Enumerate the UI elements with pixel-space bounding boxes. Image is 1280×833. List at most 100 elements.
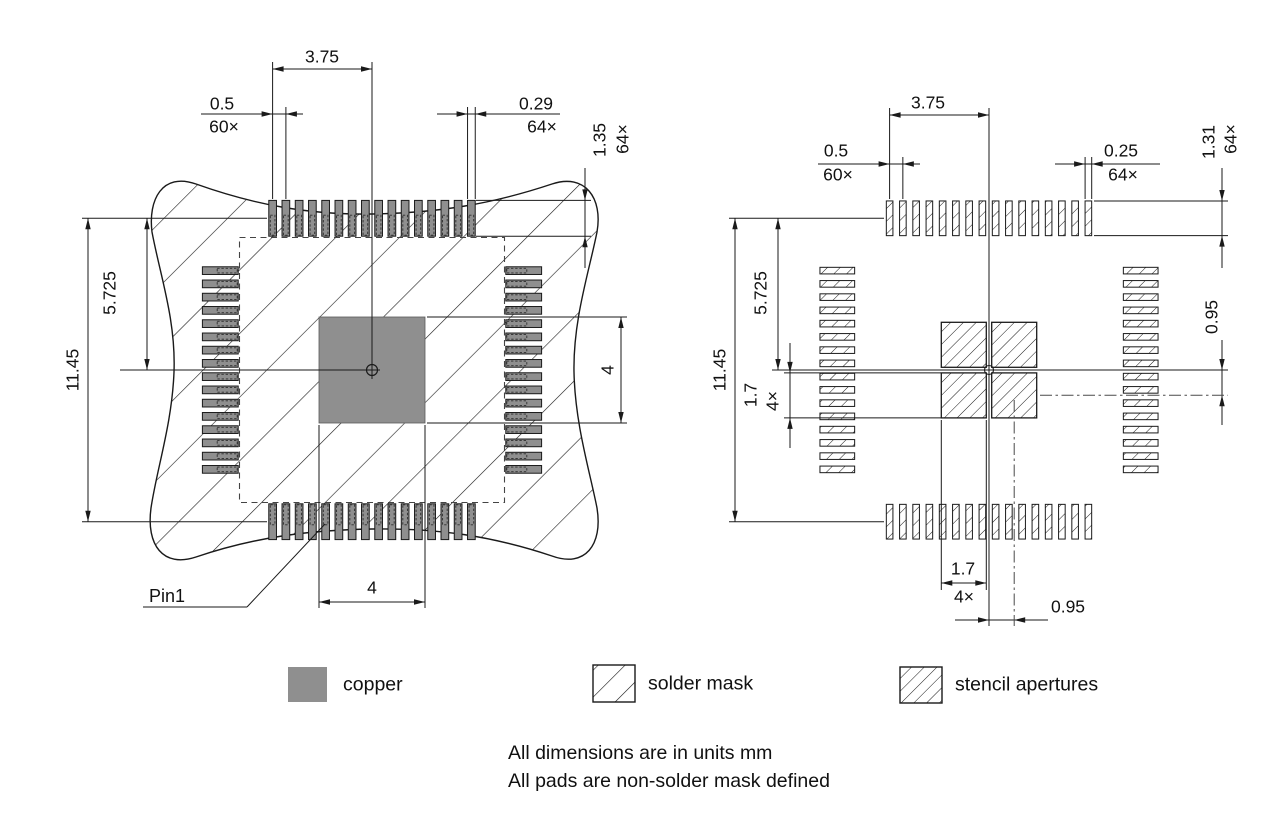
dim-right-half-span: 3.75 — [910, 92, 946, 113]
stencil-aperture — [1122, 306, 1159, 315]
dim-right-aperture-width: 0.25 — [1103, 140, 1139, 161]
stencil-aperture — [1084, 200, 1093, 237]
stencil-aperture — [819, 439, 856, 447]
copper-pad — [505, 266, 543, 275]
dim-left-full-height: 11.45 — [62, 348, 83, 392]
stencil-aperture — [885, 200, 894, 237]
copper-pad — [374, 503, 383, 541]
note-units: All dimensions are in units mm — [508, 742, 773, 764]
dim-right-paste-offset-v: 0.95 — [1201, 299, 1222, 335]
dimension-arrow — [1219, 235, 1225, 247]
stencil-aperture — [1122, 359, 1159, 368]
stencil-aperture — [1122, 452, 1159, 460]
stencil-aperture — [1018, 200, 1026, 237]
dimension-arrow — [261, 111, 273, 117]
copper-pad — [440, 503, 450, 541]
legend-stencil-swatch — [899, 666, 943, 704]
copper-pad — [505, 292, 543, 302]
dim-right-aperture-count: 64× — [1108, 164, 1138, 185]
dimension-arrow — [85, 218, 91, 230]
legend-swatches — [288, 664, 943, 704]
stencil-aperture — [1122, 386, 1159, 394]
dimension-arrow — [582, 189, 588, 201]
stencil-aperture — [819, 412, 856, 421]
dim-right-full-height: 11.45 — [709, 348, 730, 392]
right-dimension-lines — [729, 108, 1228, 626]
dimension-arrow — [775, 218, 781, 230]
copper-pad — [201, 266, 239, 275]
copper-pad — [414, 503, 423, 541]
dimension-arrow — [361, 66, 372, 72]
copper-pad — [361, 199, 370, 237]
dimension-arrow — [272, 66, 284, 72]
paste-square — [940, 372, 987, 419]
dimension-arrow — [144, 218, 150, 230]
copper-pad — [453, 503, 463, 541]
copper-pad — [308, 503, 317, 541]
dim-left-half-height: 5.725 — [99, 271, 120, 315]
legend-copper-label: copper — [343, 673, 403, 696]
stencil-aperture — [819, 346, 856, 354]
copper-pad — [505, 279, 543, 289]
stencil-aperture — [1122, 425, 1159, 434]
copper-pad — [201, 465, 239, 474]
stencil-aperture — [819, 266, 856, 275]
copper-pad — [453, 199, 463, 237]
dim-right-paste-size-h: 1.7 — [950, 558, 976, 579]
dimension-arrow — [787, 361, 793, 373]
stencil-aperture — [1018, 503, 1026, 540]
copper-pad — [201, 359, 239, 368]
copper-pad — [374, 199, 383, 237]
dim-right-aperture-length: 1.31 — [1198, 124, 1219, 160]
dimension-arrow — [975, 580, 987, 586]
stencil-aperture — [1122, 293, 1159, 301]
stencil-aperture — [819, 425, 856, 434]
dimension-arrow — [1219, 359, 1225, 370]
paste-square — [940, 321, 987, 368]
stencil-aperture — [1122, 346, 1159, 354]
copper-pad — [201, 438, 239, 448]
copper-pads — [201, 199, 543, 541]
copper-pad — [201, 385, 239, 395]
stencil-aperture — [819, 386, 856, 394]
center-crosshair-right — [983, 364, 995, 376]
stencil-aperture — [1071, 503, 1079, 540]
copper-pad — [427, 199, 436, 237]
dimension-arrow — [618, 317, 624, 328]
copper-pad — [281, 503, 291, 541]
stencil-aperture — [965, 200, 973, 237]
dimension-arrow — [475, 111, 487, 117]
dim-right-aperture-count-2: 64× — [1220, 124, 1241, 154]
dim-right-paste-offset-h: 0.95 — [1050, 596, 1086, 617]
stencil-aperture — [938, 503, 947, 540]
stencil-aperture — [1122, 266, 1159, 275]
dimension-arrow — [978, 617, 989, 623]
stencil-aperture — [952, 200, 960, 237]
copper-pad — [201, 332, 239, 342]
dimension-arrow — [85, 510, 91, 522]
copper-pad — [505, 425, 543, 434]
stencil-aperture — [912, 503, 920, 540]
copper-pad — [505, 359, 543, 368]
copper-pad — [294, 503, 304, 541]
stencil-aperture — [1005, 503, 1013, 540]
left-dimension-lines — [82, 62, 627, 608]
dimension-arrow — [618, 412, 624, 423]
stencil-aperture — [978, 503, 987, 540]
dimension-arrow — [144, 359, 150, 370]
copper-pad — [334, 503, 344, 541]
stencil-aperture — [1044, 503, 1053, 540]
copper-pad — [387, 503, 397, 541]
stencil-aperture — [1005, 200, 1013, 237]
stencil-aperture — [1122, 372, 1159, 381]
copper-pad — [308, 199, 317, 237]
copper-pad — [294, 199, 304, 237]
stencil-aperture-view — [729, 108, 1228, 626]
dimension-arrow — [1219, 395, 1225, 407]
stencil-aperture — [899, 200, 907, 237]
copper-pad — [201, 292, 239, 302]
stencil-aperture-pads — [819, 200, 1159, 540]
copper-pad — [505, 465, 543, 474]
dim-left-half-span: 3.75 — [304, 46, 340, 67]
copper-pad — [268, 199, 277, 237]
